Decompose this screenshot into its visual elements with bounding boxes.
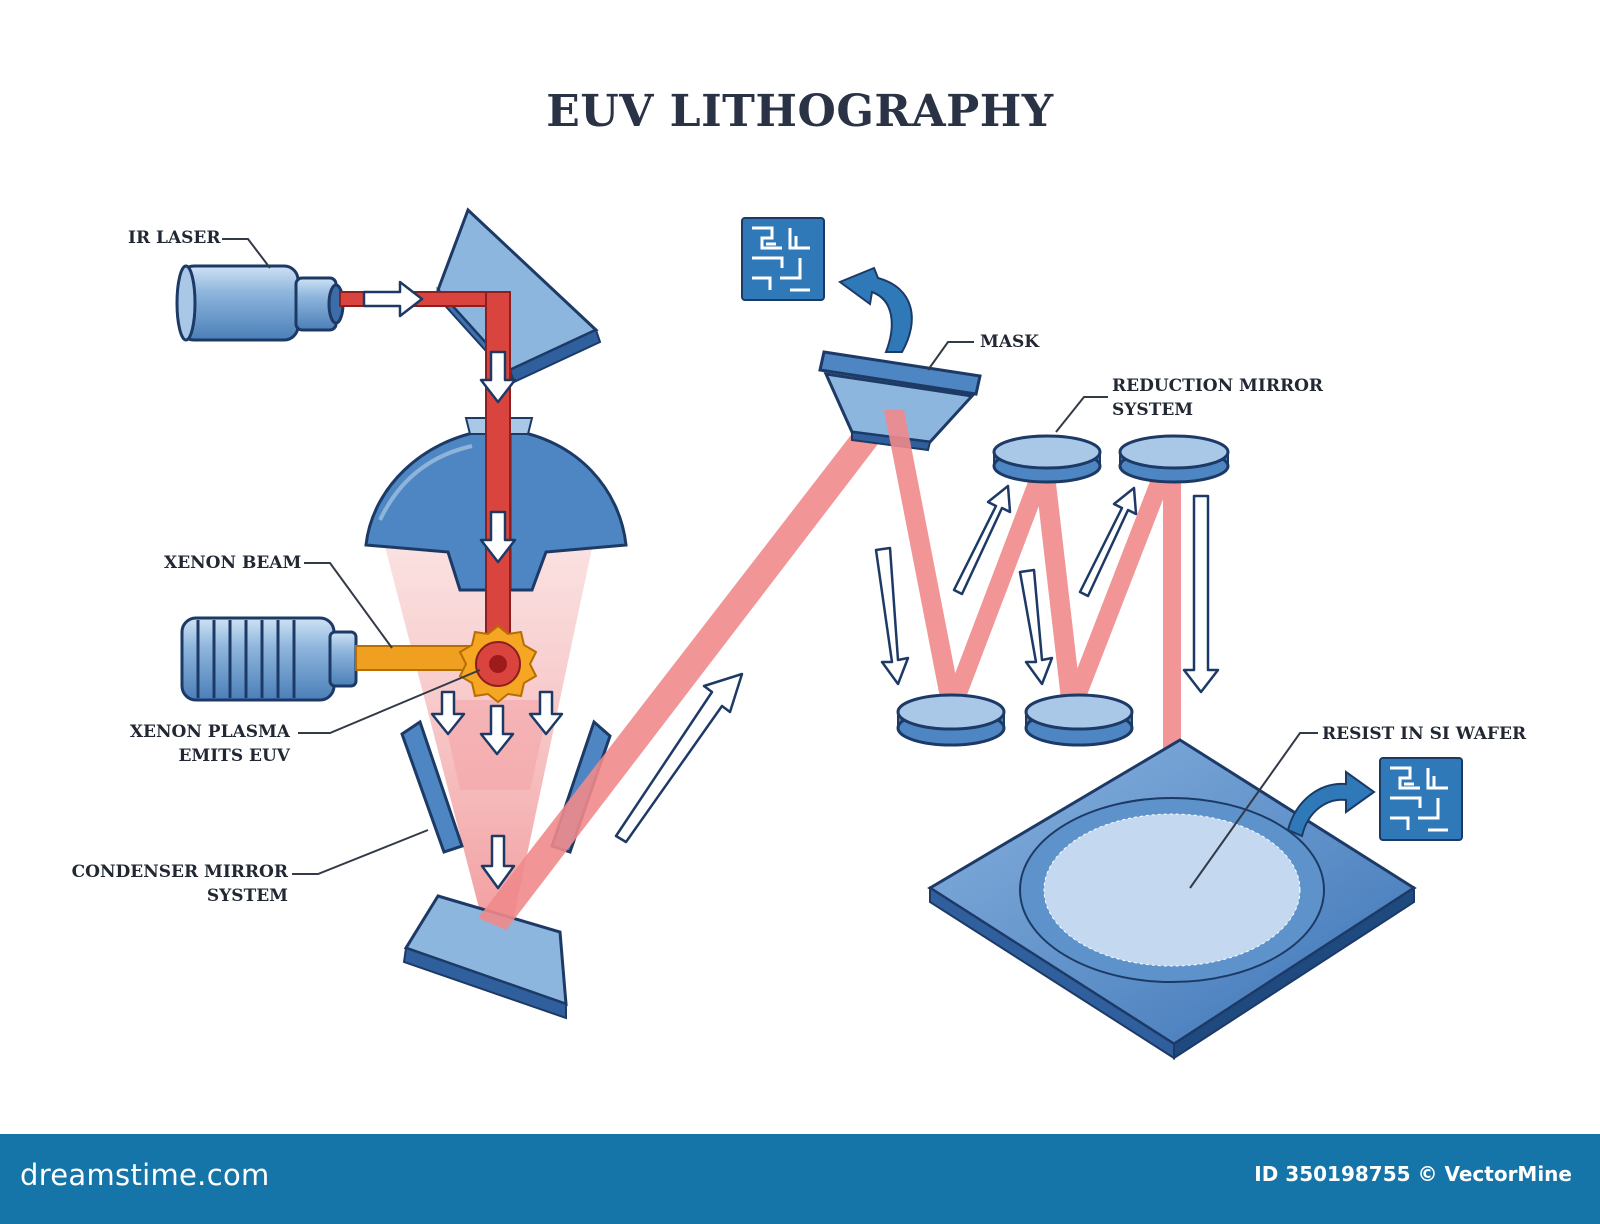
leader-lines (222, 238, 1318, 889)
arrow-down-icon (479, 350, 517, 404)
label-reduction-line1: REDUCTION MIRROR (1112, 376, 1324, 396)
footer-brand: dreamstime.com (20, 1158, 270, 1192)
xenon-nozzle (180, 616, 358, 702)
collector-dome (364, 417, 628, 592)
footer-stock-id: ID 350198755 © VectorMine (1254, 1162, 1572, 1186)
arrow-up-right-icon (1078, 486, 1138, 598)
label-condenser-line1: CONDENSER MIRROR (71, 862, 288, 882)
ir-laser-device (175, 264, 345, 342)
arrow-right-icon (362, 280, 424, 318)
resist-grid (1044, 814, 1300, 966)
arrow-down-icon (1018, 568, 1054, 686)
label-reduction-mirror: REDUCTION MIRROR SYSTEM (1112, 374, 1323, 422)
bottom-condenser-mirror (402, 894, 568, 1020)
reduction-mirror-bottom-right (1024, 693, 1134, 747)
arrow-up-right-icon (614, 672, 744, 844)
arrow-up-right-icon (952, 484, 1012, 596)
wafer-pattern-icon (1379, 757, 1463, 841)
reduction-mirror-top-left (992, 434, 1102, 484)
arrow-down-icon (528, 690, 564, 736)
label-resist-wafer: RESIST IN SI WAFER (1322, 724, 1527, 744)
label-xenon-plasma: XENON PLASMA EMITS EUV (120, 720, 290, 768)
footer-bar: dreamstime.com ID 350198755 © VectorMine (0, 1134, 1600, 1224)
label-xenon-plasma-line1: XENON PLASMA (129, 722, 290, 742)
mask-holder (818, 350, 982, 452)
xenon-plasma-burst (458, 624, 538, 704)
arrow-down-icon (1182, 494, 1220, 694)
euv-reduction-beam (884, 410, 1181, 890)
arrow-down-icon (874, 546, 910, 686)
mask-pattern-icon (741, 217, 825, 301)
direction-arrows (362, 280, 1220, 890)
label-mask: MASK (980, 332, 1040, 352)
arrow-down-icon (430, 690, 466, 736)
mask-curved-arrow-icon (837, 266, 913, 353)
label-ir-laser: IR LASER (128, 228, 221, 248)
arrow-down-icon (479, 510, 517, 564)
reduction-mirror-bottom-left (896, 693, 1006, 747)
euv-beam-to-mask (478, 400, 904, 930)
label-reduction-line2: SYSTEM (1112, 400, 1194, 420)
wafer-curved-arrow-icon (1286, 770, 1376, 838)
arrow-down-icon (479, 704, 515, 756)
ir-laser-beam-vertical (485, 291, 511, 649)
label-condenser-line2: SYSTEM (206, 886, 288, 906)
label-condenser: CONDENSER MIRROR SYSTEM (60, 860, 288, 908)
arrow-down-icon (480, 834, 516, 890)
label-xenon-beam: XENON BEAM (164, 553, 302, 573)
euv-lithography-diagram (175, 207, 1463, 1060)
reduction-mirror-top-right (1118, 434, 1230, 484)
label-xenon-plasma-line2: EMITS EUV (178, 746, 290, 766)
page-title: EUV LITHOGRAPHY (546, 86, 1054, 137)
